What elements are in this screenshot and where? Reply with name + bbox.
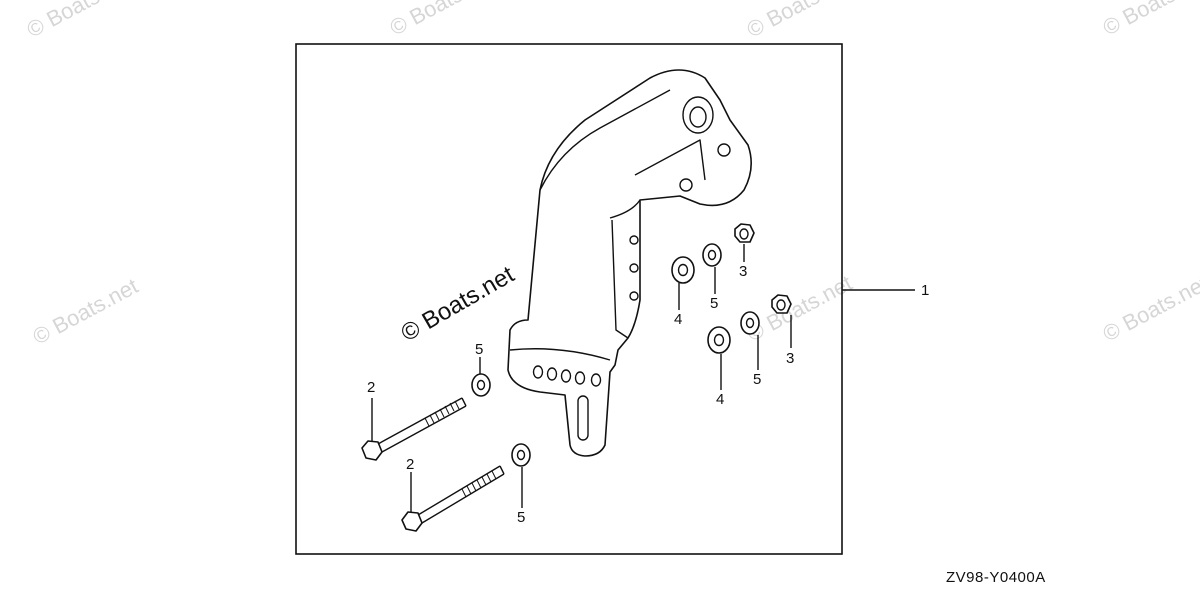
watermark-faint: © Boats.net (743, 270, 857, 346)
callout-2: 2 (406, 456, 414, 473)
bolt-lower[interactable] (401, 465, 505, 532)
callout-5: 5 (517, 509, 525, 526)
watermark-faint: © Boats.net (29, 273, 143, 349)
callout-labels: 1 2 2 5 5 4 5 3 4 5 3 (367, 263, 929, 526)
watermark-faint: © Boats.net (386, 0, 500, 40)
watermark-faint: © Boats.net (743, 0, 857, 42)
callout-1: 1 (921, 282, 929, 299)
callout-4: 4 (674, 311, 682, 328)
diagram-frame (295, 43, 843, 555)
callout-3: 3 (739, 263, 747, 280)
watermark-faint: © Boats.net (1099, 270, 1200, 346)
bolt-upper[interactable] (361, 397, 467, 461)
washer-5-left[interactable] (471, 373, 491, 397)
washer-5-upper[interactable] (702, 243, 722, 267)
callout-5: 5 (753, 371, 761, 388)
bracket-part[interactable] (507, 69, 752, 457)
diagram-code: ZV98-Y0400A (946, 569, 1046, 586)
callout-5: 5 (710, 295, 718, 312)
washer-4-lower[interactable] (707, 326, 731, 354)
leader-lines (371, 244, 915, 512)
nut-upper[interactable] (734, 223, 755, 243)
callout-5: 5 (475, 341, 483, 358)
washer-4-upper[interactable] (671, 256, 695, 284)
callout-2: 2 (367, 379, 375, 396)
nut-lower[interactable] (771, 294, 792, 314)
watermark-main: © Boats.net (397, 261, 520, 347)
washer-5-bottom[interactable] (511, 443, 531, 467)
washer-5-lower[interactable] (740, 311, 760, 335)
callout-3: 3 (786, 350, 794, 367)
callout-4: 4 (716, 391, 724, 408)
watermark-faint: © Boats.net (23, 0, 137, 42)
watermark-faint: © Boats.net (1099, 0, 1200, 40)
